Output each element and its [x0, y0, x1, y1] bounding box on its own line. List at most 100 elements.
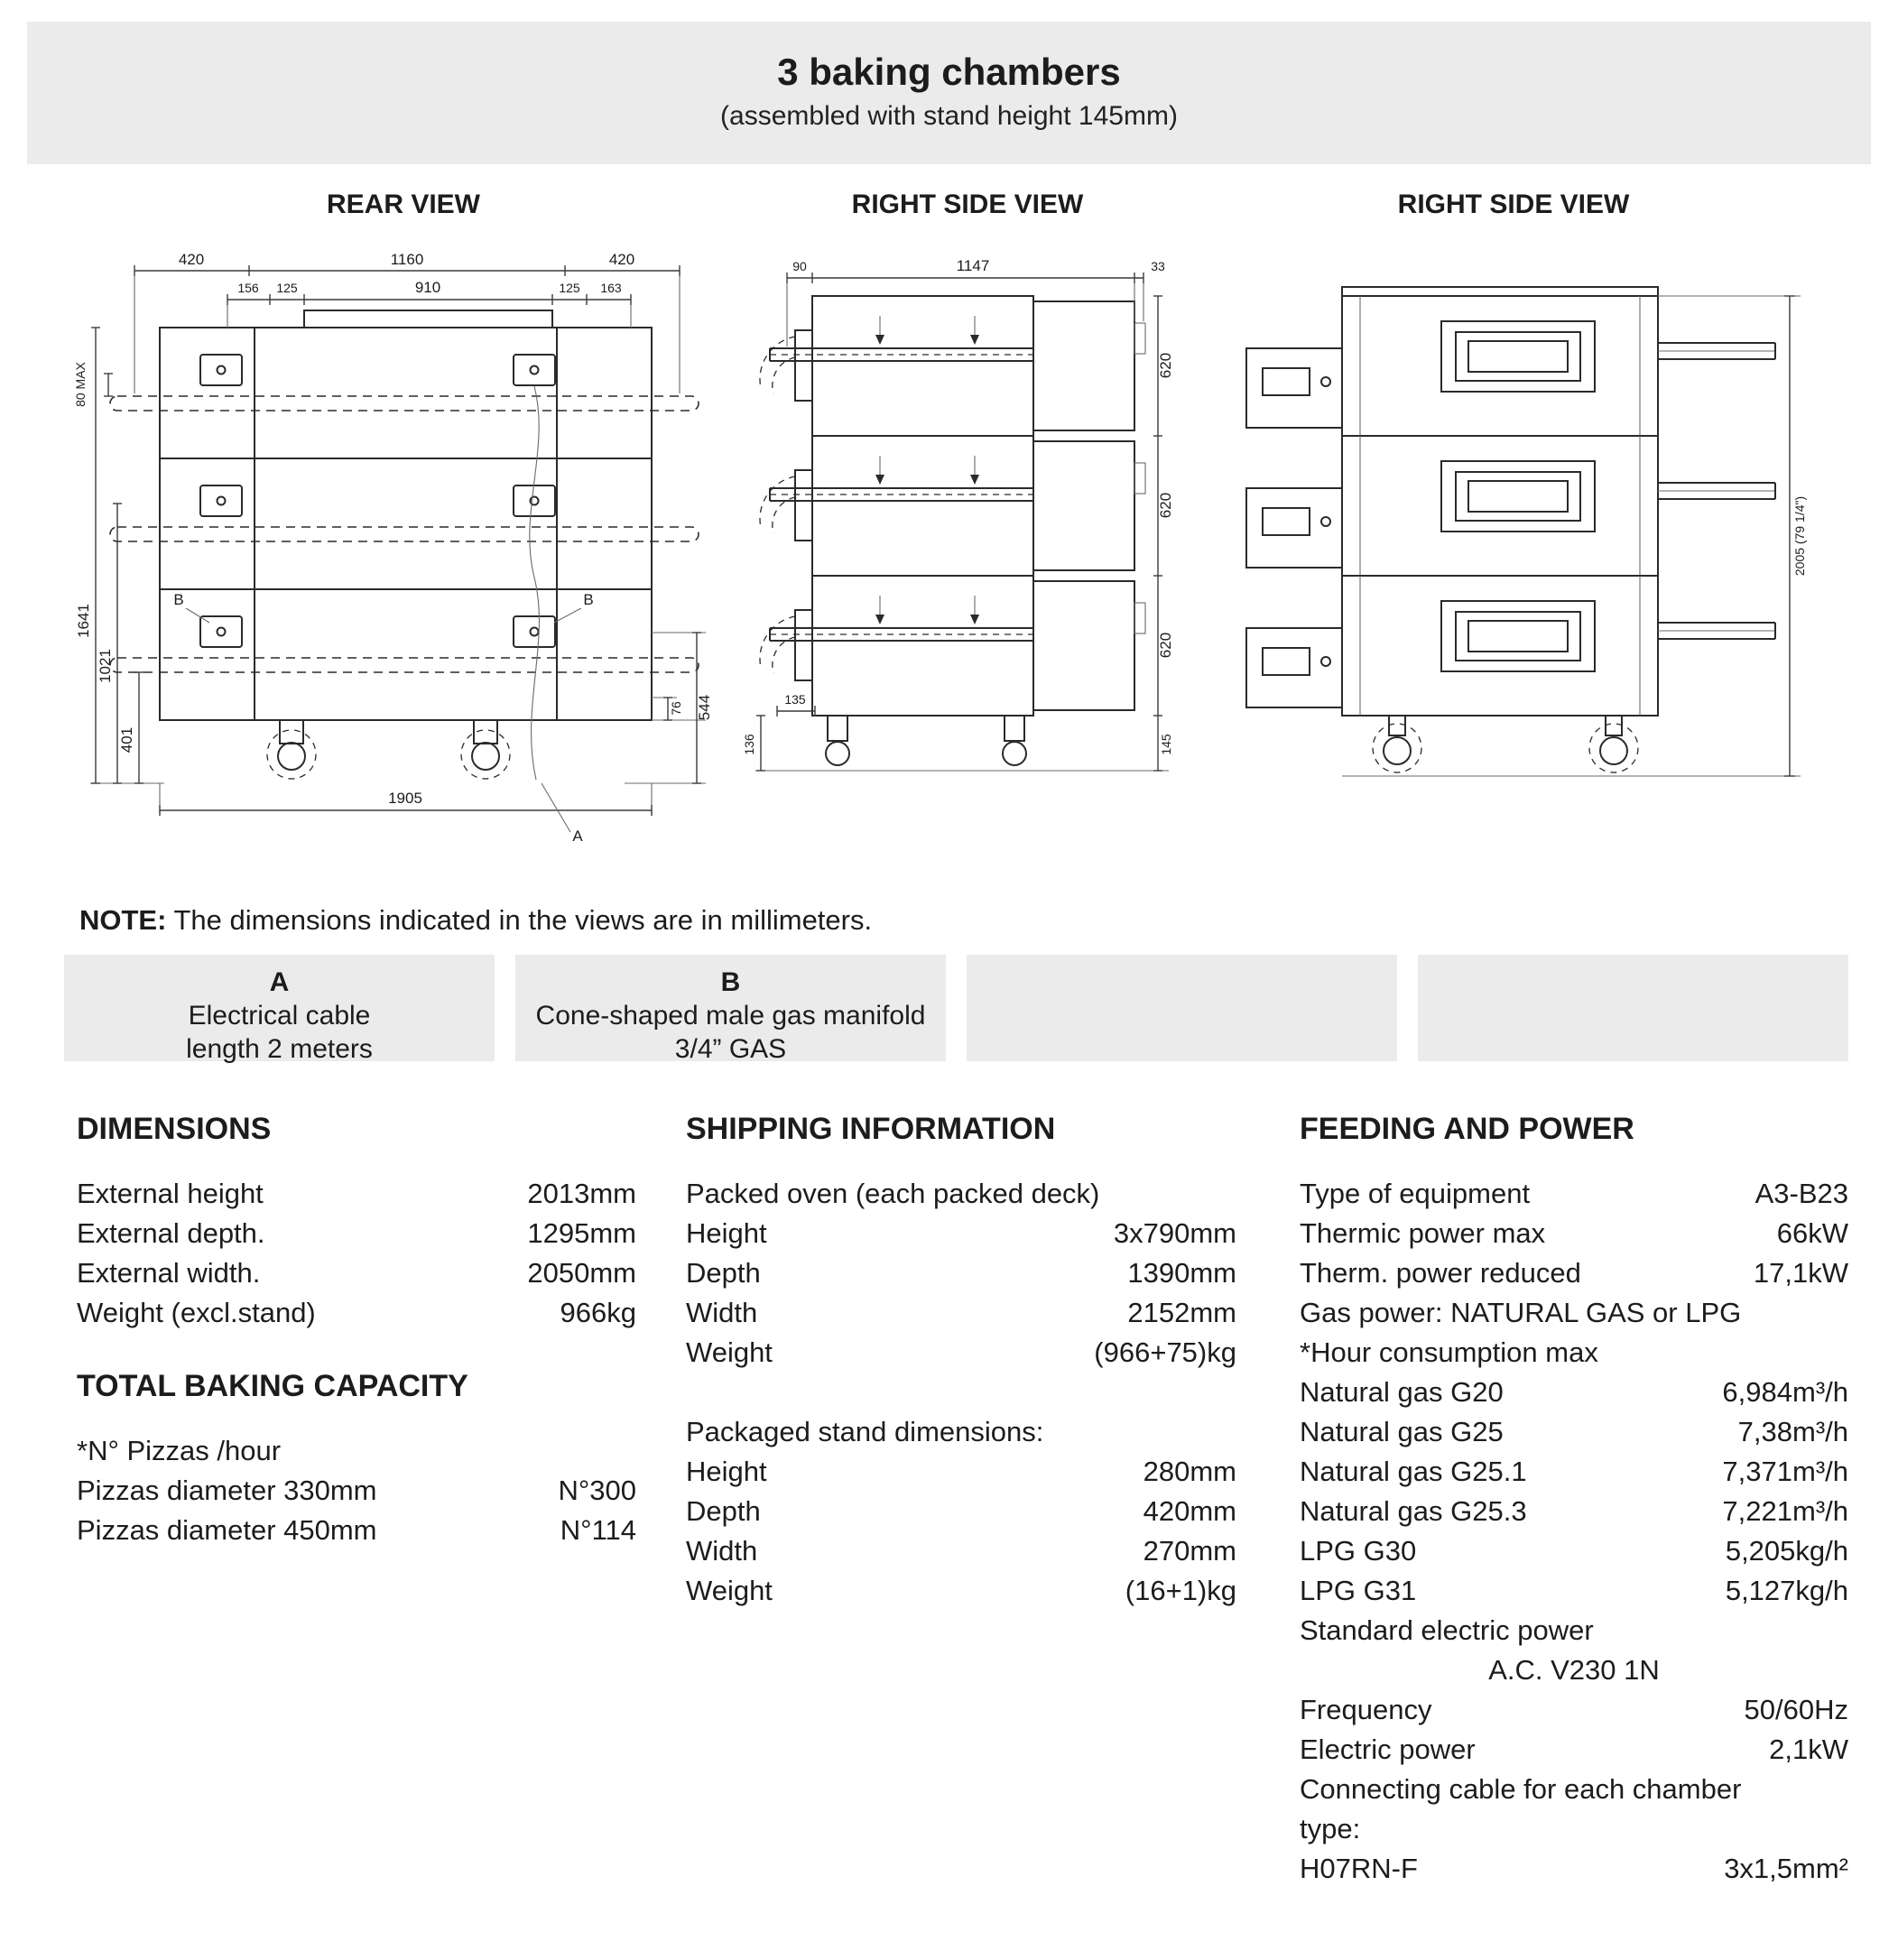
rear-view-label: REAR VIEW — [326, 190, 480, 219]
right-side-view-label-1: RIGHT SIDE VIEW — [851, 190, 1084, 219]
dim-label: 1160 — [391, 251, 424, 268]
dim-label: 163 — [600, 281, 622, 295]
rear-dimensions: 420 1160 420 156 125 910 125 163 — [74, 251, 713, 845]
dim-label: 544 — [696, 695, 713, 720]
spec-label: Pizzas diameter 330mm — [77, 1475, 377, 1506]
spec-row: type: — [1300, 1809, 1848, 1849]
spec-value: 7,38m³/h — [1737, 1416, 1848, 1447]
legend-cell-b: B Cone-shaped male gas manifold 3/4” GAS — [515, 955, 946, 1064]
capacity-title: TOTAL BAKING CAPACITY — [77, 1369, 468, 1403]
shipping-column: SHIPPING INFORMATION Packed oven (each p… — [686, 1112, 1236, 1611]
callout-a-label: A — [572, 827, 583, 845]
dim-label: 125 — [559, 281, 580, 295]
rear-view-drawing: 420 1160 420 156 125 910 125 163 — [74, 242, 733, 887]
spec-value: 966kg — [560, 1297, 636, 1328]
spec-label: Natural gas G25 — [1300, 1416, 1504, 1447]
spec-row: *N° Pizzas /hour — [77, 1431, 636, 1471]
spec-row: Connecting cable for each chamber — [1300, 1770, 1848, 1809]
dimensions-column: DIMENSIONS External height 2013mm Externa… — [77, 1112, 636, 1550]
legend-line: 3/4” GAS — [674, 1034, 787, 1064]
spec-value: A3-B23 — [1754, 1178, 1848, 1209]
spec-value: 2152mm — [1127, 1297, 1236, 1328]
dim-label: 145 — [1159, 734, 1173, 755]
dim-label: 620 — [1157, 633, 1174, 658]
spec-value: 3x790mm — [1113, 1217, 1236, 1249]
callout-b-label: B — [173, 591, 183, 608]
spec-value: 280mm — [1143, 1456, 1236, 1487]
spec-row: Frequency 50/60Hz — [1300, 1690, 1848, 1730]
spec-row: *Hour consumption max — [1300, 1333, 1848, 1373]
spec-row: Width 2152mm — [686, 1293, 1236, 1333]
spec-label: Height — [686, 1456, 767, 1487]
spec-label: Depth — [686, 1495, 761, 1527]
spec-row: Weight(966+75)kg — [686, 1333, 1236, 1373]
spec-label: H07RN-F — [1300, 1853, 1418, 1884]
caster-wheel — [1002, 741, 1027, 766]
spec-label: Natural gas G20 — [1300, 1376, 1504, 1408]
spec-value: 50/60Hz — [1744, 1694, 1848, 1725]
spec-label: Width — [686, 1297, 758, 1328]
spec-label: Packaged stand dimensions: — [686, 1416, 1044, 1447]
dim-label: 620 — [1157, 353, 1174, 378]
spec-label: Weight — [686, 1575, 773, 1606]
caster-wheel — [1599, 736, 1628, 765]
legend-key-b: B — [720, 967, 741, 997]
spec-row: Natural gas G25.1 7,371m³/h — [1300, 1452, 1848, 1492]
spec-value: 7,371m³/h — [1722, 1456, 1848, 1487]
dim-label: 401 — [118, 727, 135, 753]
dim-label: 80 MAX — [74, 361, 88, 406]
rear-view-svg: 420 1160 420 156 125 910 125 163 — [74, 251, 713, 845]
shipping-title: SHIPPING INFORMATION — [686, 1112, 1056, 1146]
dim-label: 33 — [1151, 259, 1165, 273]
dim-label: 1905 — [388, 790, 422, 807]
note: NOTE: The dimensions indicated in the vi… — [79, 904, 872, 937]
spec-value: 1295mm — [527, 1217, 636, 1249]
legend-line: length 2 meters — [186, 1034, 373, 1064]
spec-label: External height — [77, 1178, 264, 1209]
spec-value: N°114 — [560, 1514, 636, 1546]
dim-label: 135 — [784, 692, 806, 707]
right-side-view-label-2: RIGHT SIDE VIEW — [1397, 190, 1630, 219]
spec-value: 66kW — [1776, 1217, 1848, 1249]
dim-label: 125 — [276, 281, 298, 295]
spec-label: Pizzas diameter 450mm — [77, 1514, 377, 1546]
caster-wheel — [825, 741, 850, 766]
note-text: The dimensions indicated in the views ar… — [166, 904, 873, 936]
dim-label: 90 — [792, 259, 807, 273]
spec-value: A.C. V230 1N — [1488, 1654, 1660, 1686]
side2-oven-body — [1245, 286, 1776, 777]
spec-row: Natural gas G25 7,38m³/h — [1300, 1412, 1848, 1452]
legend-cell-empty — [1418, 955, 1848, 1061]
dim-label: 420 — [179, 251, 204, 268]
spec-value: 3x1,5mm² — [1724, 1853, 1848, 1884]
dim-label: 1147 — [957, 257, 990, 274]
spec-row: Packed oven (each packed deck) — [686, 1174, 1236, 1214]
spec-row: External width.2050mm — [77, 1253, 636, 1293]
spec-label: type: — [1300, 1813, 1361, 1844]
spec-value: (966+75)kg — [1094, 1336, 1236, 1368]
note-label: NOTE: — [79, 904, 167, 936]
spec-label: Frequency — [1300, 1694, 1432, 1725]
spec-value: 2013mm — [527, 1178, 636, 1209]
callout-b-label: B — [583, 591, 593, 608]
spec-label: Natural gas G25.1 — [1300, 1456, 1527, 1487]
dim-label: 1021 — [97, 649, 114, 683]
spec-label: Electric power — [1300, 1733, 1476, 1765]
legend-key-a: A — [269, 967, 290, 997]
spec-value: 420mm — [1143, 1495, 1236, 1527]
dimensions-title: DIMENSIONS — [77, 1112, 272, 1146]
spec-value: 270mm — [1143, 1535, 1236, 1567]
spec-label: Standard electric power — [1300, 1614, 1594, 1646]
side1-oven-body — [755, 295, 1169, 772]
spec-row: Weight (excl.stand)966kg — [77, 1293, 636, 1333]
caster-wheel — [277, 742, 306, 771]
spec-value: 1390mm — [1127, 1257, 1236, 1289]
header-band: 3 baking chambers (assembled with stand … — [27, 22, 1871, 164]
